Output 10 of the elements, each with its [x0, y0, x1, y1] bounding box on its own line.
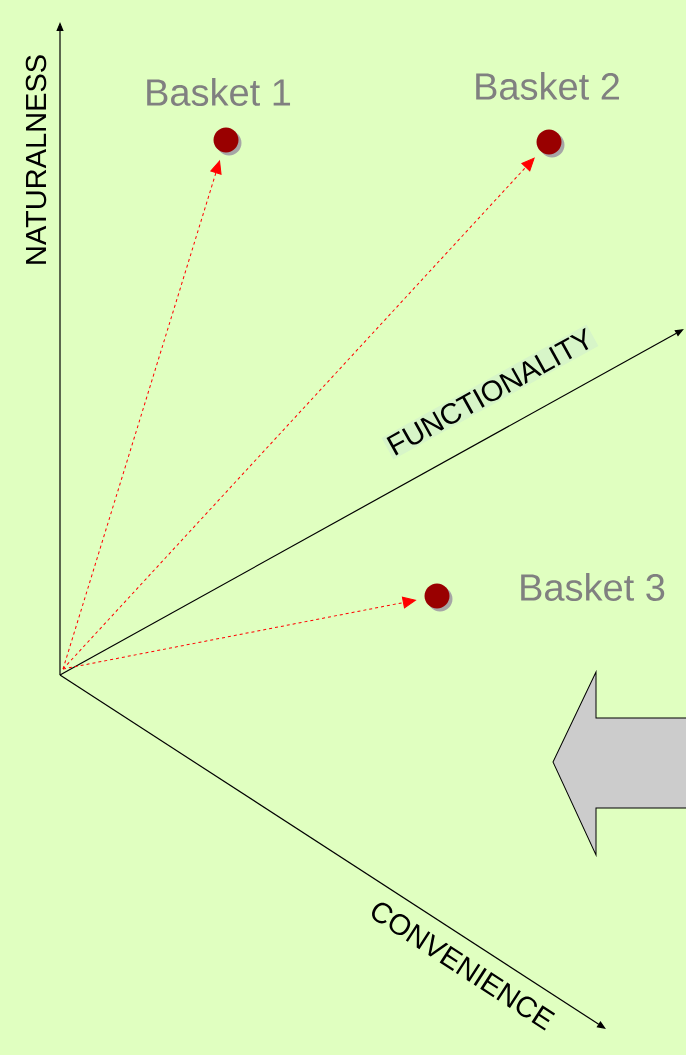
point-marker	[213, 127, 239, 153]
point-label: Basket 2	[476, 72, 619, 100]
point-label: Basket 1	[147, 78, 291, 106]
point-label: Basket 3	[521, 573, 665, 601]
arrow	[62, 596, 416, 670]
arrow	[62, 160, 222, 670]
axis-label: NATURALNESS	[25, 55, 47, 264]
point-marker	[424, 583, 450, 609]
arrow	[62, 157, 535, 670]
point-marker	[536, 129, 562, 155]
